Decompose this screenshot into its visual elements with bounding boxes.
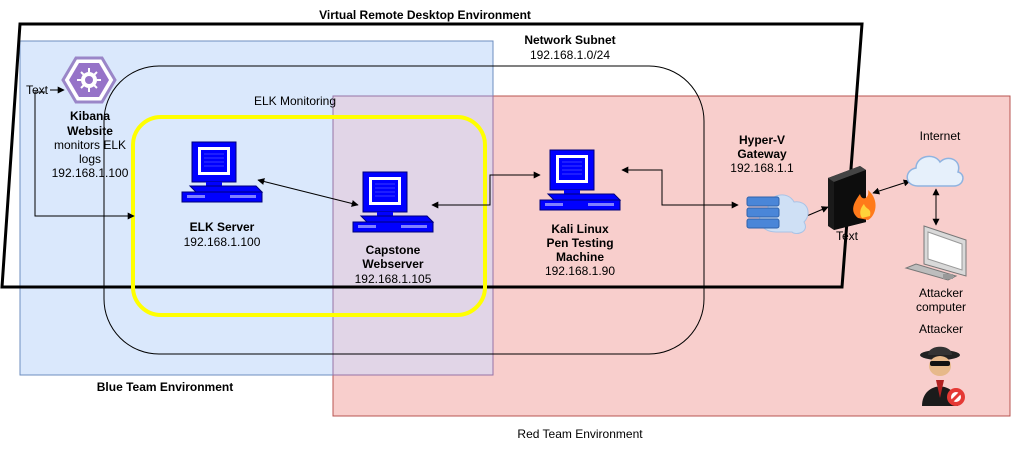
kali-name-line2: Pen Testing: [546, 236, 614, 250]
red-team-label: Red Team Environment: [517, 427, 643, 441]
internet-label: Internet: [919, 129, 961, 143]
attacker-icon: [920, 346, 965, 406]
overlap-zone: [332, 95, 494, 376]
kali-gateway-connector: [621, 166, 739, 209]
text-label-right: Text: [835, 229, 858, 243]
text-label-left: Text: [26, 83, 49, 97]
gateway-icon: [746, 194, 809, 235]
network-subnet-cidr: 192.168.1.0/24: [529, 48, 611, 62]
attacker-computer-line1: Attacker: [918, 286, 963, 300]
capstone-name-line2: Webserver: [362, 257, 424, 271]
kibana-to-elk-connector: [34, 91, 135, 220]
elk-server-name: ELK Server: [189, 220, 255, 234]
hyperv-ip: 192.168.1.1: [730, 161, 794, 175]
kibana-ip: 192.168.1.100: [51, 166, 129, 180]
capstone-name-line1: Capstone: [365, 243, 421, 257]
kibana-title-line1: Kibana: [69, 109, 110, 123]
capstone-kali-connector: [431, 171, 541, 209]
kali-name-line1: Kali Linux: [551, 222, 609, 236]
monitor-icon: [904, 225, 967, 281]
kibana-title-line2: Website: [67, 124, 113, 138]
attacker-label: Attacker: [918, 322, 963, 336]
blue-team-label: Blue Team Environment: [96, 380, 234, 394]
kali-name-line3: Machine: [555, 250, 604, 264]
outer-title: Virtual Remote Desktop Environment: [319, 8, 531, 22]
capstone-ip: 192.168.1.105: [354, 272, 432, 286]
firewall-icon: [828, 166, 876, 230]
kibana-desc-line1: monitors ELK: [53, 138, 127, 152]
network-subnet-box: [103, 65, 705, 355]
elk-monitoring-label: ELK Monitoring: [253, 94, 337, 108]
kali-ip: 192.168.1.90: [544, 264, 616, 278]
hyperv-name-line1: Hyper-V: [738, 133, 785, 147]
cloud-icon: [906, 155, 964, 187]
attacker-computer-line2: computer: [915, 300, 967, 314]
kibana-icon: [61, 56, 117, 104]
hyperv-name-line2: Gateway: [737, 147, 787, 161]
firewall-internet-connector: [872, 179, 911, 195]
network-subnet-title: Network Subnet: [524, 33, 616, 47]
elk-server-ip: 192.168.1.100: [183, 235, 261, 249]
virtual-desktop-boundary: [0, 22, 864, 289]
elk-capstone-connector: [257, 178, 359, 207]
kibana-desc-line2: logs: [78, 152, 101, 166]
